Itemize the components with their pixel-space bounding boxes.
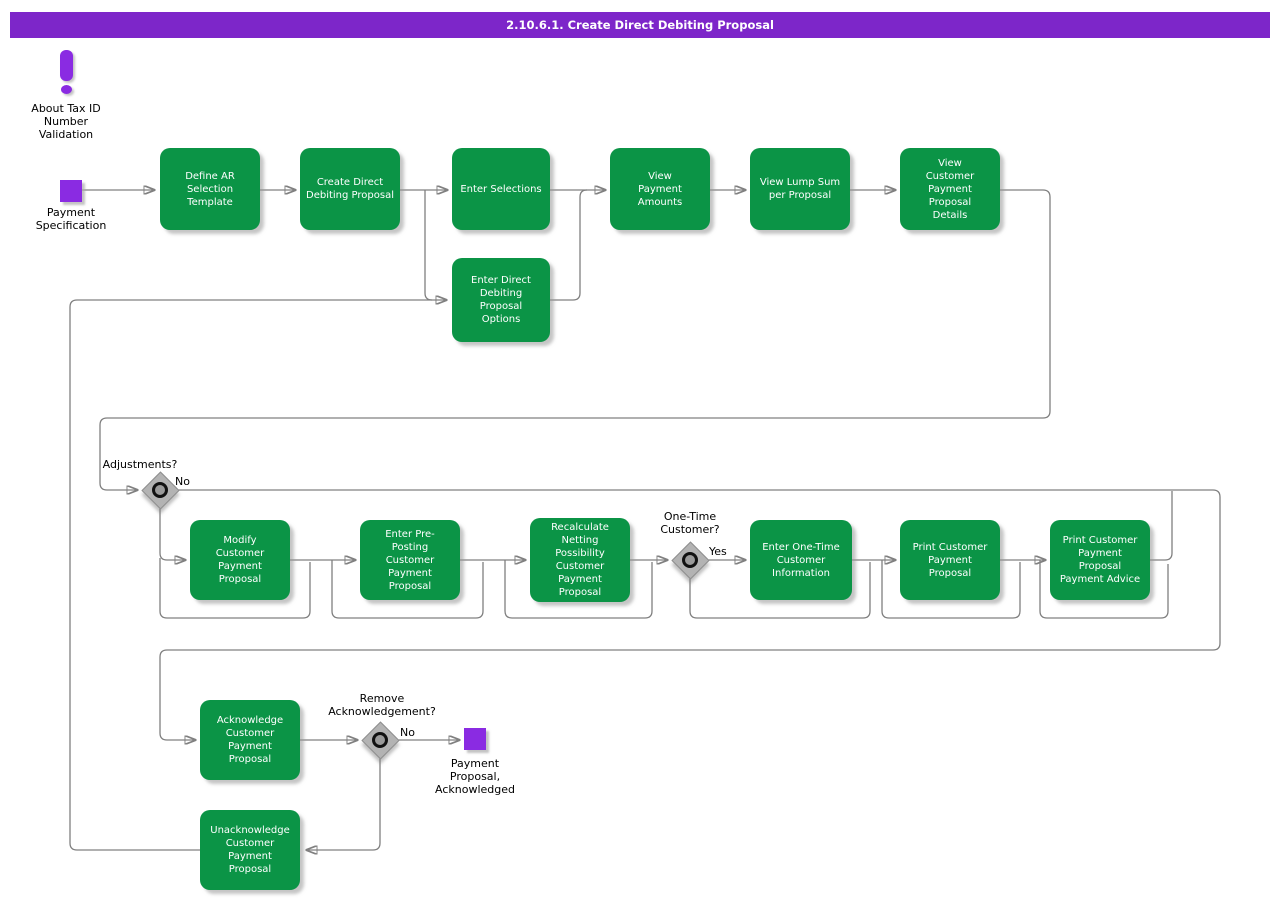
- exclamation-icon[interactable]: [52, 48, 82, 96]
- task-print-customer-payment-proposal[interactable]: Print Customer Payment Proposal: [900, 520, 1000, 600]
- task-label: View Customer Payment Proposal Details: [925, 157, 975, 221]
- task-modify-customer-payment-proposal[interactable]: Modify Customer Payment Proposal: [190, 520, 290, 600]
- decision-one-time-customer[interactable]: [671, 541, 710, 580]
- connector-adjustments-to-modify: [159, 508, 185, 560]
- task-enter-direct-debiting-proposal-options[interactable]: Enter Direct Debiting Proposal Options: [452, 258, 550, 342]
- decision-circle-icon: [372, 732, 388, 748]
- connector-remove-to-unacknowledge: [307, 758, 381, 850]
- task-view-lump-sum-per-proposal[interactable]: View Lump Sum per Proposal: [750, 148, 850, 230]
- task-label: View Payment Amounts: [637, 170, 683, 208]
- decision-adjustments-label: Adjustments?: [102, 458, 178, 471]
- exclamation-dot: [61, 85, 72, 94]
- connector-loop-under-modify: [159, 558, 311, 619]
- connector-loop-under-recalculate: [504, 560, 653, 619]
- task-label: Print Customer Payment Proposal Payment …: [1059, 535, 1141, 585]
- start-event-payment-specification[interactable]: [60, 180, 82, 202]
- task-view-customer-payment-proposal-details[interactable]: View Customer Payment Proposal Details: [900, 148, 1000, 230]
- task-label: Print Customer Payment Proposal: [912, 541, 988, 579]
- task-label: Define AR Selection Template: [185, 170, 235, 208]
- decision-remove-acknowledgement[interactable]: [361, 721, 400, 760]
- decision-remove-acknowledgement-branch-label: No: [400, 726, 415, 739]
- task-label: Acknowledge Customer Payment Proposal: [216, 715, 284, 765]
- task-create-direct-debiting-proposal[interactable]: Create Direct Debiting Proposal: [300, 148, 400, 230]
- connector-advice-up-join: [1150, 491, 1173, 561]
- connector-loop-under-pre-posting: [331, 560, 484, 619]
- task-label: Enter Selections: [460, 183, 542, 195]
- task-label: Unacknowledge Customer Payment Proposal: [210, 825, 290, 875]
- end-event-label: Payment Proposal, Acknowledged: [435, 757, 515, 796]
- decision-remove-acknowledgement-label: Remove Acknowledgement?: [328, 692, 436, 718]
- end-event-payment-proposal-acknowledged[interactable]: [464, 728, 486, 750]
- task-label: Modify Customer Payment Proposal: [215, 535, 265, 585]
- exclamation-bar: [60, 50, 73, 81]
- connector-details-to-adjustments: [99, 189, 1051, 490]
- decision-circle-icon: [152, 482, 168, 498]
- decision-circle-icon: [682, 552, 698, 568]
- task-enter-one-time-customer-information[interactable]: Enter One-Time Customer Information: [750, 520, 852, 600]
- task-acknowledge-customer-payment-proposal[interactable]: Acknowledge Customer Payment Proposal: [200, 700, 300, 780]
- start-event-label: Payment Specification: [35, 206, 107, 232]
- task-label: Enter Direct Debiting Proposal Options: [471, 275, 531, 325]
- note-label: About Tax ID Number Validation: [31, 102, 101, 141]
- diagram-title-bar: 2.10.6.1. Create Direct Debiting Proposa…: [10, 12, 1270, 38]
- task-label: View Lump Sum per Proposal: [759, 177, 841, 201]
- diagram-title: 2.10.6.1. Create Direct Debiting Proposa…: [506, 18, 774, 32]
- task-enter-pre-posting-customer-payment-proposal[interactable]: Enter Pre-Posting Customer Payment Propo…: [360, 520, 460, 600]
- task-label: Enter One-Time Customer Information: [762, 541, 840, 579]
- connector-options-up-join: [550, 189, 588, 301]
- task-label: Enter Pre-Posting Customer Payment Propo…: [385, 528, 435, 592]
- task-unacknowledge-customer-payment-proposal[interactable]: Unacknowledge Customer Payment Proposal: [200, 810, 300, 890]
- connector-loop-unacknowledge-to-options: [69, 300, 446, 851]
- task-enter-selections[interactable]: Enter Selections: [452, 148, 550, 230]
- task-print-customer-payment-proposal-payment-advice[interactable]: Print Customer Payment Proposal Payment …: [1050, 520, 1150, 600]
- task-label: Recalculate Netting Possibility Customer…: [551, 522, 609, 598]
- decision-adjustments[interactable]: [141, 471, 180, 510]
- connector-loop-under-advice: [1039, 560, 1169, 619]
- task-define-ar-selection-template[interactable]: Define AR Selection Template: [160, 148, 260, 230]
- connector-loop-under-print: [881, 560, 1021, 619]
- connector-branch-down-to-options: [424, 190, 433, 301]
- decision-one-time-customer-label: One-Time Customer?: [660, 510, 720, 536]
- decision-one-time-customer-branch-label: Yes: [709, 545, 727, 558]
- task-view-payment-amounts[interactable]: View Payment Amounts: [610, 148, 710, 230]
- task-label: Create Direct Debiting Proposal: [306, 177, 394, 201]
- connector-adjustments-no-to-acknowledge: [159, 489, 1221, 740]
- connector-one-time-bypass: [689, 562, 871, 619]
- task-recalculate-netting-possibility-customer-payment-proposal[interactable]: Recalculate Netting Possibility Customer…: [530, 518, 630, 602]
- decision-adjustments-branch-label: No: [175, 475, 190, 488]
